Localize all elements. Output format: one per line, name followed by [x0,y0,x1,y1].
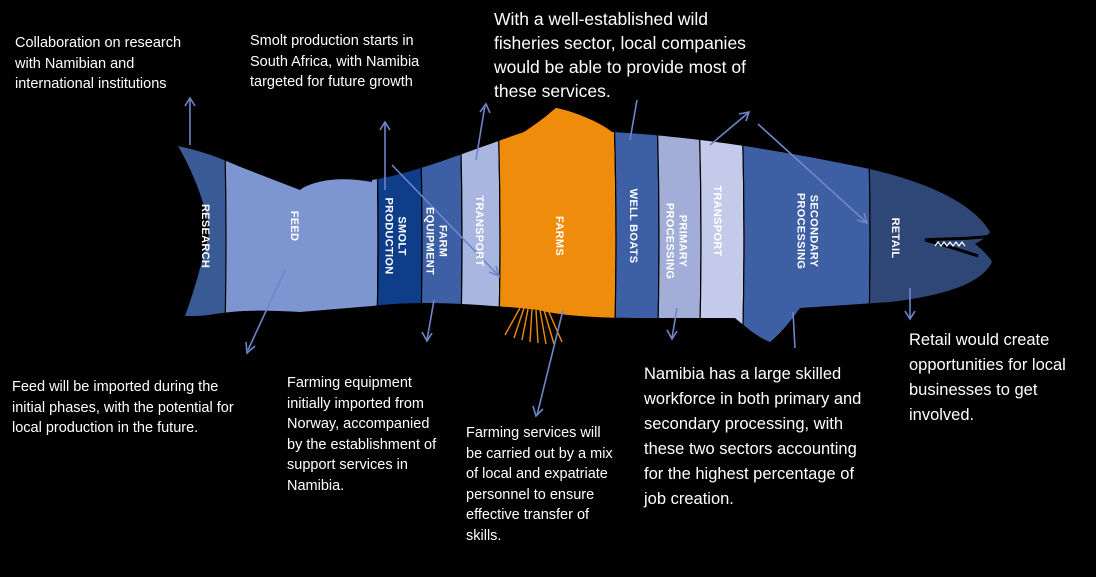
segment-label-smolt-production: SMOLTPRODUCTION [383,198,408,275]
arrow-equipment-head [421,331,433,343]
segment-label-feed: FEED [288,211,300,242]
mouth [924,234,991,258]
arrow-smolt-head [379,120,391,131]
arrow-wellboats-up [629,99,638,141]
arrow-transport-up [475,104,486,161]
arrow-primary [671,307,678,339]
arrow-smolt-transport-head [488,265,501,278]
note-processing: Namibia has a large skilled workforce in… [644,365,862,508]
arrow-secondary-retail-head [856,212,869,225]
note-fisheries: With a well-established wild fisheries s… [494,9,746,101]
segment-label-retail: RETAIL [889,218,901,259]
arrow-research-head [184,96,196,107]
arrow-farms [536,309,564,416]
arrow-transport-up-head [479,102,491,114]
segment-label-farm-equipment: FARMEQUIPMENT [424,207,449,275]
arrow-equipment [426,299,435,341]
note-feed: Feed will be imported during the initial… [12,379,234,436]
segment-label-transport-1: TRANSPORT [473,195,485,266]
segment-research [178,108,226,342]
segment-label-transport-2: TRANSPORT [711,185,723,256]
segment-label-well-boats: WELL BOATS [627,189,639,264]
segment-label-primary-processing: PRIMARYPROCESSING [664,203,689,279]
arrow-feed [247,269,286,351]
arrow-primary-head [666,329,678,341]
arrow-smolt-transport [391,164,499,276]
arrow-secondary [792,311,796,349]
note-equipment: Farming equipment initially imported fro… [287,375,437,494]
note-research: Collaboration on research with Namibian … [15,35,182,92]
arrow-farms-head [532,405,544,418]
segment-label-farms: FARMS [553,216,565,256]
arrow-secondary-retail [757,123,867,223]
arrow-retail-head [904,310,916,321]
arrow-transport2-head [738,110,751,122]
segment-label-secondary-processing: SECONDARYPROCESSING [795,193,820,269]
note-smolt: Smolt production starts in South Africa,… [250,33,420,90]
note-farming-services: Farming services will be carried out by … [466,425,613,544]
arrow-feed-head [245,341,256,355]
pectoral-fin-rays [504,307,563,345]
arrow-transport2 [709,112,749,146]
segment-label-research: RESEARCH [199,204,211,268]
teeth [934,241,966,247]
note-retail: Retail would create opportunities for lo… [909,331,1066,424]
